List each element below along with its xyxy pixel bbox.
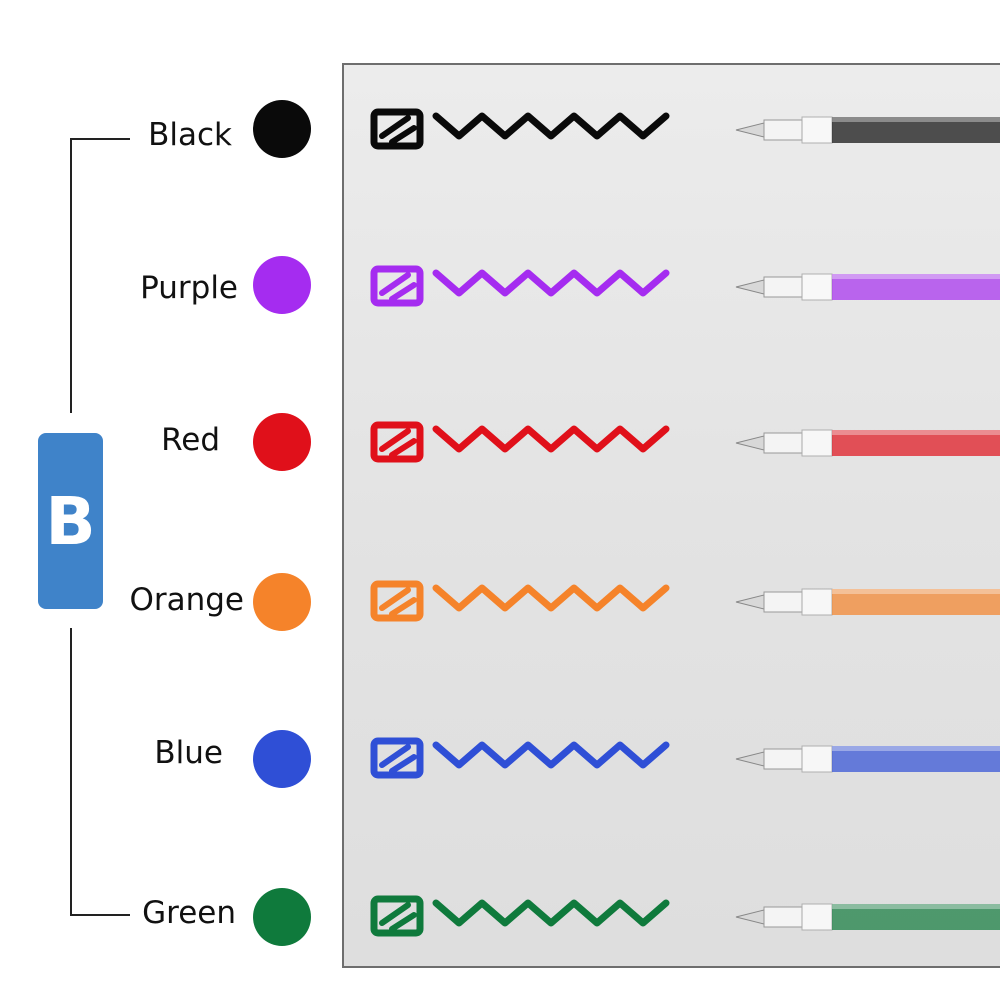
- color-swatch-blue: [253, 730, 311, 788]
- ink-square: [370, 108, 424, 150]
- ink-square: [370, 265, 424, 307]
- refill-cap: [801, 745, 833, 773]
- refill-collar: [763, 276, 803, 298]
- ink-square-hatch: [379, 428, 417, 458]
- ink-zigzag: [432, 269, 670, 297]
- color-label-purple: Purple: [140, 270, 238, 306]
- refill-cap: [801, 903, 833, 931]
- refill-collar: [763, 906, 803, 928]
- ink-sample-orange: [370, 580, 1000, 622]
- color-swatch-red: [253, 413, 311, 471]
- refill-ink-barrel: [832, 274, 1000, 300]
- color-swatch-green: [253, 888, 311, 946]
- ink-square: [370, 421, 424, 463]
- ink-square-hatch: [379, 744, 417, 774]
- refill-collar: [763, 119, 803, 141]
- refill-cap: [801, 273, 833, 301]
- refill-collar: [763, 748, 803, 770]
- refill-cap: [801, 116, 833, 144]
- refill-ink-barrel: [832, 430, 1000, 456]
- color-swatch-orange: [253, 573, 311, 631]
- color-label-green: Green: [142, 895, 236, 931]
- color-label-blue: Blue: [154, 735, 223, 771]
- ink-square: [370, 895, 424, 937]
- ink-square-hatch: [379, 902, 417, 932]
- refill-tip: [735, 751, 765, 767]
- refill-highlight: [832, 746, 1000, 751]
- refill-ink-barrel: [832, 746, 1000, 772]
- refill-tip: [735, 122, 765, 138]
- refill-collar: [763, 432, 803, 454]
- color-swatch-purple: [253, 256, 311, 314]
- bracket-top-vertical: [70, 138, 72, 413]
- refill-highlight: [832, 274, 1000, 279]
- bracket-bottom-tick: [70, 914, 130, 916]
- bracket-top-tick: [70, 138, 130, 140]
- color-swatch-black: [253, 100, 311, 158]
- series-badge-letter: B: [45, 482, 96, 560]
- refill-cap: [801, 429, 833, 457]
- color-label-red: Red: [161, 422, 220, 458]
- ink-sample-panel: [342, 63, 1000, 968]
- ink-square-hatch: [379, 587, 417, 617]
- ink-zigzag: [432, 112, 670, 140]
- ink-sample-purple: [370, 265, 1000, 307]
- ink-square-hatch: [379, 272, 417, 302]
- refill-highlight: [832, 589, 1000, 594]
- ink-sample-black: [370, 108, 1000, 150]
- refill-ink-barrel: [832, 589, 1000, 615]
- series-badge: B: [38, 433, 103, 609]
- color-label-orange: Orange: [129, 582, 244, 618]
- ink-square: [370, 580, 424, 622]
- ink-sample-green: [370, 895, 1000, 937]
- refill-highlight: [832, 904, 1000, 909]
- refill-highlight: [832, 430, 1000, 435]
- refill-collar: [763, 591, 803, 613]
- refill-tip: [735, 435, 765, 451]
- refill-ink-barrel: [832, 904, 1000, 930]
- refill-cap: [801, 588, 833, 616]
- ink-square: [370, 737, 424, 779]
- bracket-bottom-vertical: [70, 628, 72, 916]
- ink-zigzag: [432, 425, 670, 453]
- ink-zigzag: [432, 584, 670, 612]
- ink-sample-blue: [370, 737, 1000, 779]
- refill-ink-barrel: [832, 117, 1000, 143]
- ink-square-hatch: [379, 115, 417, 145]
- color-label-black: Black: [148, 117, 232, 153]
- refill-tip: [735, 909, 765, 925]
- refill-tip: [735, 594, 765, 610]
- refill-highlight: [832, 117, 1000, 122]
- refill-tip: [735, 279, 765, 295]
- ink-zigzag: [432, 899, 670, 927]
- ink-zigzag: [432, 741, 670, 769]
- ink-sample-red: [370, 421, 1000, 463]
